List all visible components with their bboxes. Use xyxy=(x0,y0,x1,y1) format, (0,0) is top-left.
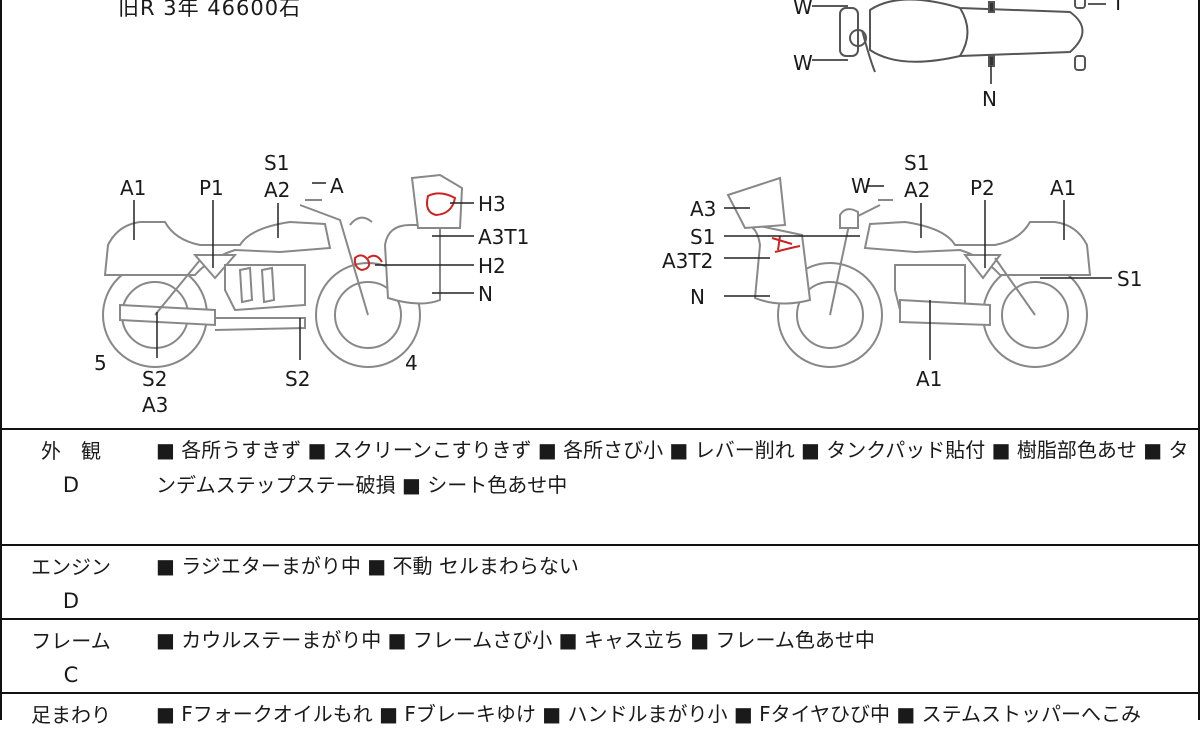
sheet-border-left xyxy=(0,0,2,720)
left-label-s2-left: S2 xyxy=(142,367,167,391)
right-label-a3: A3 xyxy=(690,197,716,221)
right-label-p2: P2 xyxy=(970,176,995,200)
row-suspension-text: ■ Fフォークオイルもれ ■ Fブレーキゆけ ■ ハンドルまがり小 ■ Fタイヤ… xyxy=(156,702,1142,726)
left-label-5: 5 xyxy=(94,351,107,375)
left-label-s2-right: S2 xyxy=(285,367,310,391)
divider-frame-top xyxy=(0,618,1200,620)
row-frame-label: フレーム C xyxy=(16,624,126,692)
divider-suspension-top xyxy=(0,692,1200,694)
row-frame-title: フレーム xyxy=(31,629,111,653)
row-frame-grade: C xyxy=(63,663,79,687)
left-label-a3t1: A3T1 xyxy=(478,225,529,249)
left-label-a2: A2 xyxy=(264,178,290,202)
left-label-p1: P1 xyxy=(199,176,224,200)
row-suspension-label: 足まわり xyxy=(16,698,126,732)
motorcycle-diagram: W W T N xyxy=(94,0,1142,417)
left-label-a3-bottom: A3 xyxy=(142,393,168,417)
right-label-a3t2: A3T2 xyxy=(662,249,713,273)
right-label-a1-top: A1 xyxy=(1050,176,1076,200)
left-label-4: 4 xyxy=(405,351,418,375)
right-label-a1-bottom: A1 xyxy=(916,367,942,391)
row-exterior-text: ■ 各所うすきず ■ スクリーンこすりきず ■ 各所さび小 ■ レバー削れ ■ … xyxy=(156,438,1189,497)
sheet-border-right xyxy=(1198,0,1200,720)
left-label-h2: H2 xyxy=(478,254,506,278)
top-label-n: N xyxy=(982,87,997,111)
right-label-s1-top: S1 xyxy=(904,151,929,175)
row-engine-text: ■ ラジエターまがり中 ■ 不動 セルまわらない xyxy=(156,554,579,578)
left-label-h3: H3 xyxy=(478,192,506,216)
row-engine-label: エンジン D xyxy=(16,550,126,618)
row-engine-grade: D xyxy=(62,589,80,613)
header-note: 旧R 3年 46600石 xyxy=(118,0,302,20)
right-label-s1-right: S1 xyxy=(1117,267,1142,291)
row-engine-title: エンジン xyxy=(31,555,111,579)
left-label-s1: S1 xyxy=(264,151,289,175)
left-side-leaders xyxy=(133,182,474,360)
top-label-t: T xyxy=(1111,0,1125,15)
left-label-n: N xyxy=(478,282,493,306)
right-side-leaders xyxy=(724,185,1112,360)
row-exterior-title: 外 観 xyxy=(41,439,101,463)
divider-exterior-top xyxy=(0,428,1200,430)
top-view-motorcycle xyxy=(839,0,1086,73)
row-frame-text: ■ カウルステーまがり中 ■ フレームさび小 ■ キャス立ち ■ フレーム色あせ… xyxy=(156,628,875,652)
left-label-a1: A1 xyxy=(120,176,146,200)
right-label-w: W xyxy=(851,174,871,198)
damage-markings-right xyxy=(771,235,801,253)
top-view-leaders xyxy=(812,3,1106,84)
row-exterior-label: 外 観 D xyxy=(16,434,126,502)
row-suspension-title: 足まわり xyxy=(31,703,111,727)
top-label-w-upper: W xyxy=(793,0,813,19)
divider-engine-top xyxy=(0,544,1200,546)
top-label-w-lower: W xyxy=(793,51,813,75)
damage-markings-left xyxy=(353,192,457,272)
left-label-a: A xyxy=(330,174,344,198)
right-side-motorcycle xyxy=(726,176,1092,368)
right-label-a2: A2 xyxy=(904,178,930,202)
row-exterior-grade: D xyxy=(62,473,80,497)
right-label-n: N xyxy=(690,285,705,309)
right-label-s1-left: S1 xyxy=(690,225,715,249)
